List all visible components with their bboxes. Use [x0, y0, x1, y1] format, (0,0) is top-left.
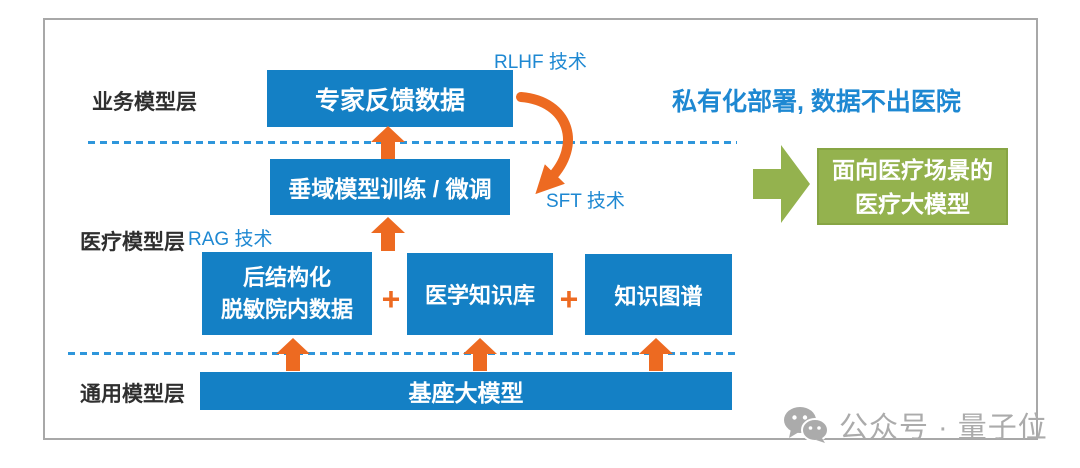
- output-model-line2: 医疗大模型: [855, 190, 970, 217]
- box-post-structured-line2: 脱敏院内数据: [220, 296, 353, 322]
- up-arrow-icon: [371, 126, 405, 159]
- label-rag: RAG 技术: [188, 229, 273, 250]
- watermark-text: 公众号 · 量子位: [839, 412, 1048, 444]
- label-rlhf: RLHF 技术: [494, 52, 587, 73]
- output-model-box: 面向医疗场景的 医疗大模型: [817, 148, 1008, 225]
- box-post-structured: 后结构化 脱敏院内数据: [202, 252, 372, 335]
- plus-operator-2: +: [559, 281, 579, 317]
- right-arrow-icon: [753, 145, 810, 223]
- plus-operator-1: +: [381, 281, 401, 317]
- up-arrow-icon: [639, 338, 673, 371]
- box-knowledge-graph: 知识图谱: [585, 254, 732, 335]
- layer-label-business: 业务模型层: [92, 91, 197, 114]
- box-base-model: 基座大模型: [200, 372, 732, 410]
- box-post-structured-line1: 后结构化: [242, 264, 331, 290]
- box-expert-feedback: 专家反馈数据: [267, 70, 513, 127]
- wechat-icon: [784, 407, 829, 443]
- box-medical-kb: 医学知识库: [407, 253, 553, 335]
- diagram-frame: [43, 18, 1038, 440]
- layer-label-general: 通用模型层: [80, 383, 185, 406]
- deployment-note: 私有化部署, 数据不出医院: [672, 88, 961, 116]
- label-sft: SFT 技术: [546, 191, 625, 212]
- up-arrow-icon: [463, 338, 497, 371]
- box-vertical-training: 垂域模型训练 / 微调: [270, 159, 510, 215]
- up-arrow-icon: [276, 338, 310, 371]
- up-arrow-icon: [371, 217, 405, 251]
- layer-label-medical: 医疗模型层: [80, 231, 185, 254]
- watermark: 公众号 · 量子位: [783, 404, 1048, 446]
- dashed-separator-bottom: [68, 352, 737, 355]
- curved-arrow-icon: [516, 92, 573, 195]
- output-model-line1: 面向医疗场景的: [832, 156, 993, 183]
- dashed-separator-top: [88, 141, 737, 144]
